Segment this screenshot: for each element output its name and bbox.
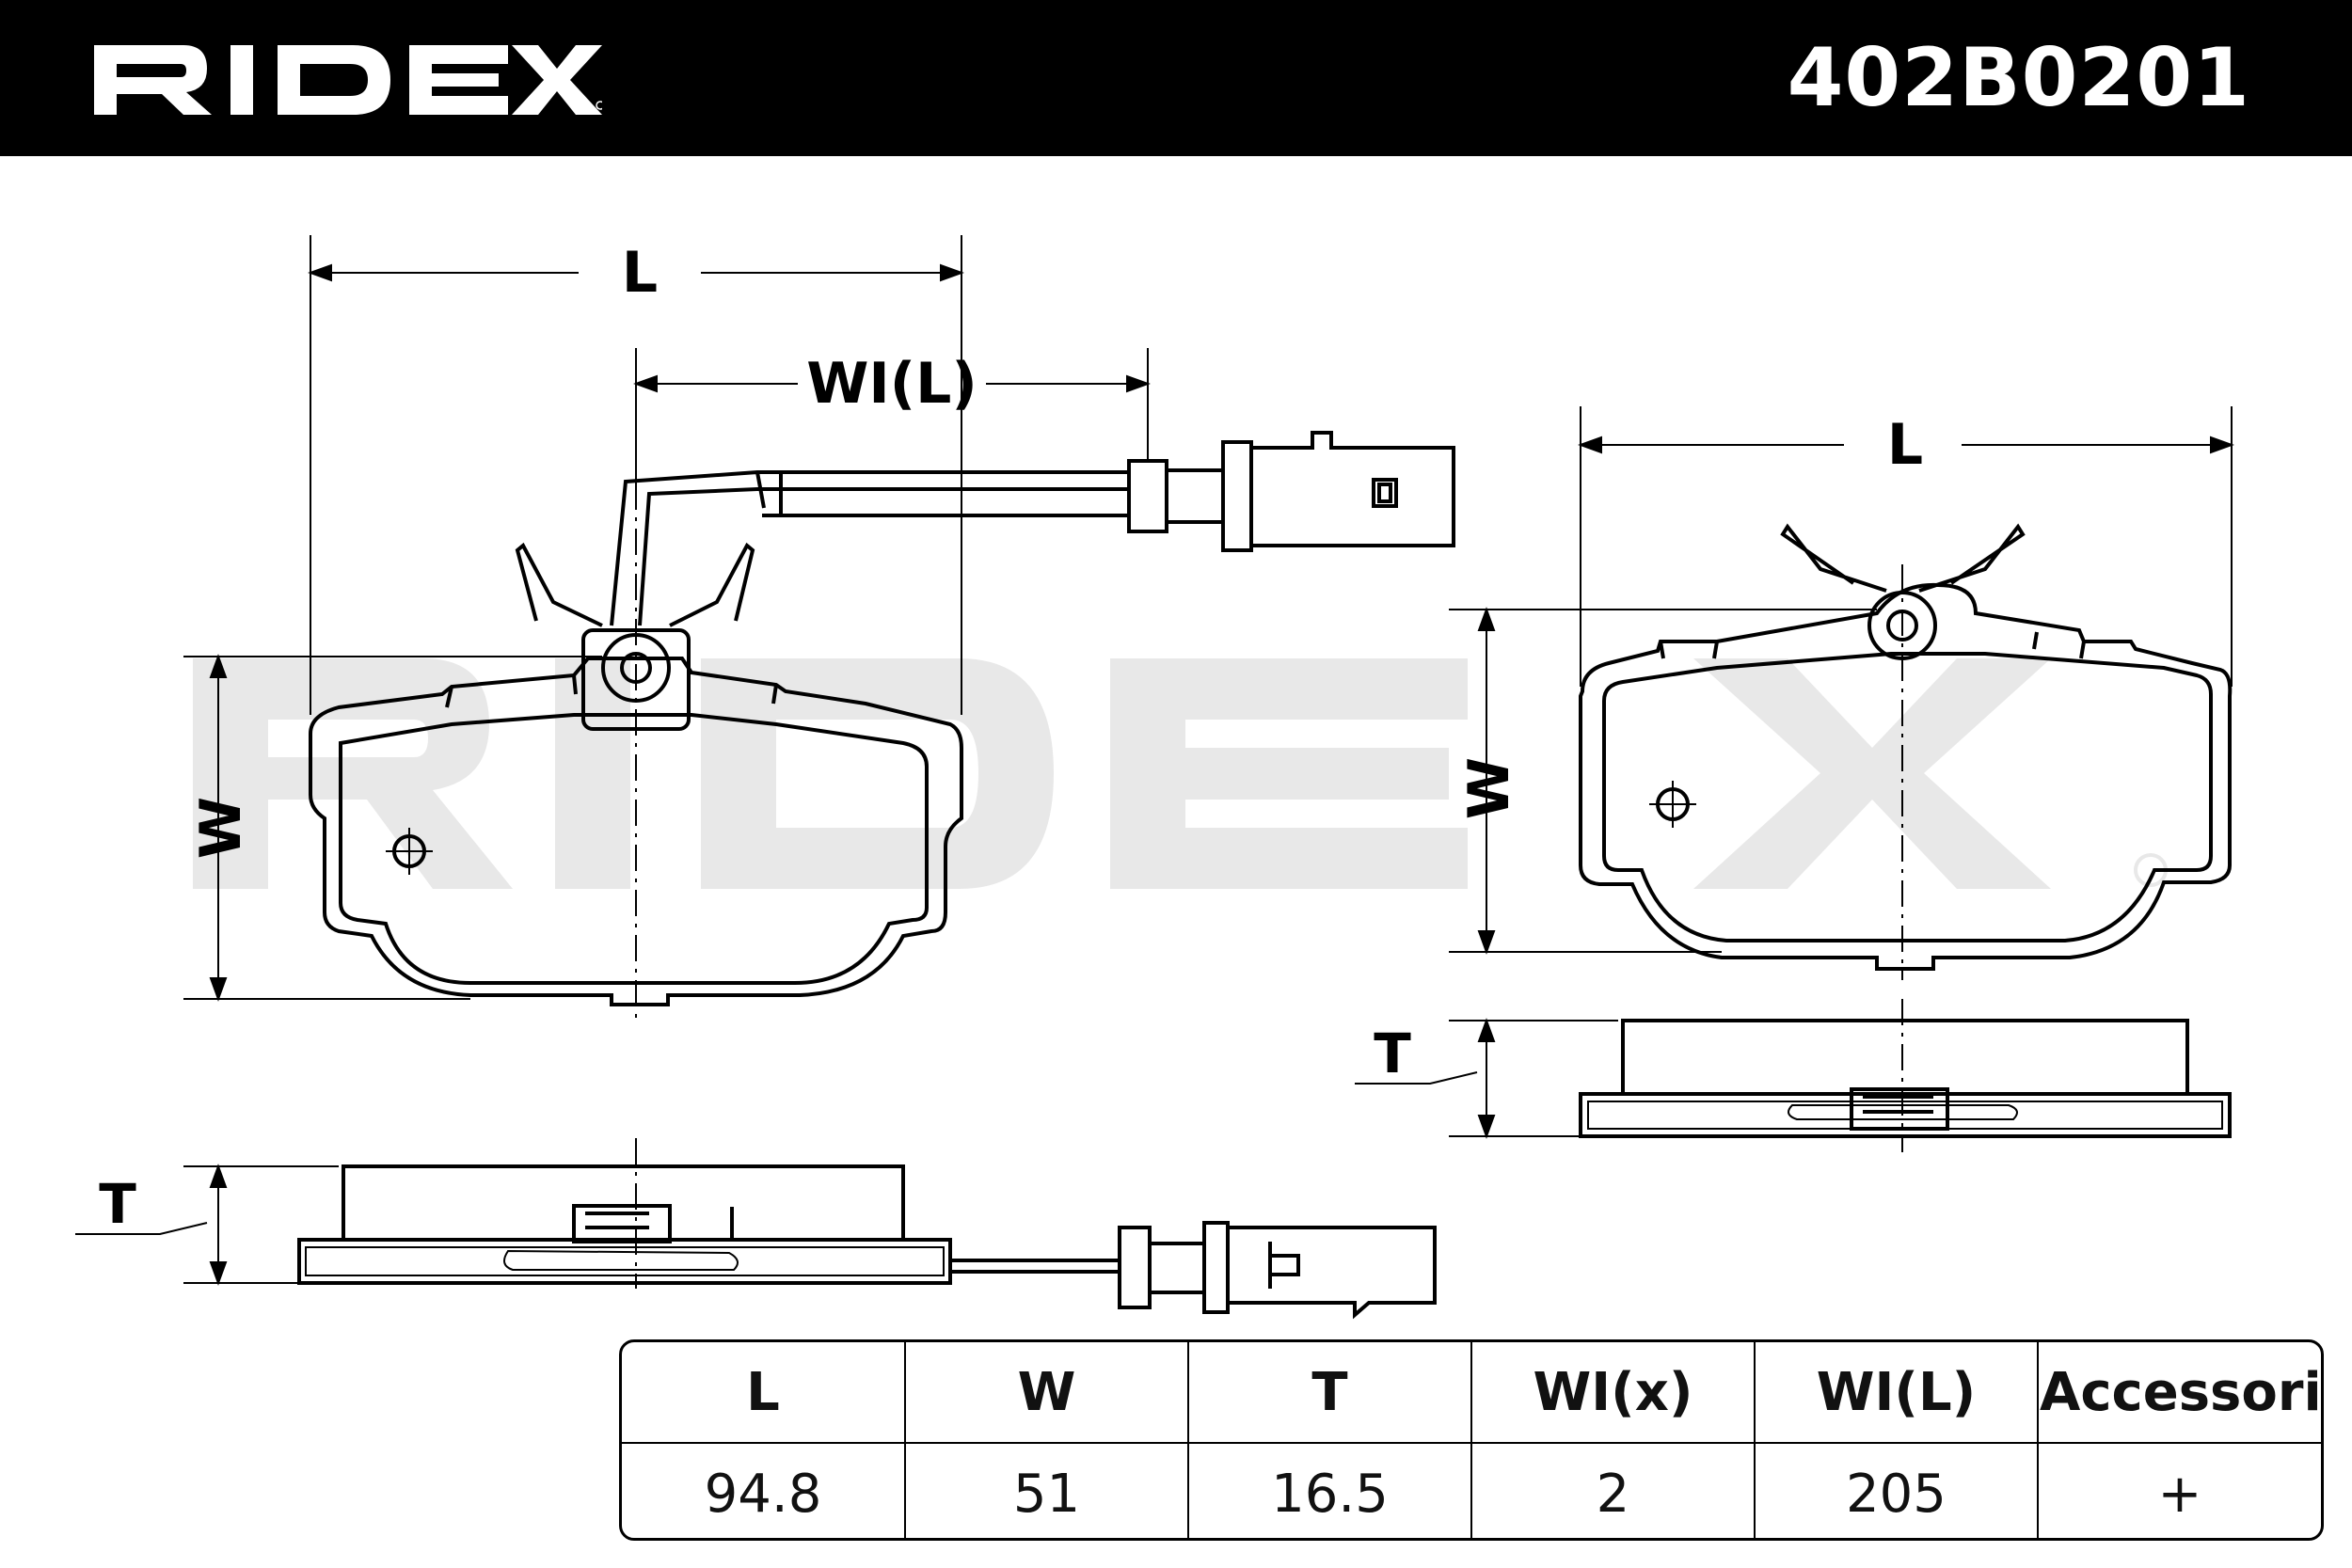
part-number: 402B0201 [1787,31,2250,125]
value-width: 51 [905,1443,1189,1538]
right-length-label: L [1887,412,1923,478]
specifications-table: L W T WI(x) WI(L) Accessories 94.8 51 16… [619,1339,2324,1541]
left-dimensions [183,235,1151,1002]
header-width: W [905,1342,1189,1444]
table-row: 94.8 51 16.5 2 205 + [622,1443,2321,1538]
left-width-label: W [188,797,254,859]
header-wear-indicator-count: WI(x) [1471,1342,1756,1444]
header-wear-indicator-length: WI(L) [1755,1342,2039,1444]
header-length: L [622,1342,906,1444]
value-wear-indicator-length: 205 [1755,1443,2039,1538]
left-wear-length-label: WI(L) [806,351,977,417]
value-accessories: + [2157,1463,2202,1525]
left-thickness-dimension [75,1164,339,1286]
right-brake-pad [1579,523,2233,971]
left-thickness-label: T [99,1172,136,1236]
right-thickness-dimension [1355,1018,1618,1139]
right-dimensions [1449,406,2234,955]
ridex-watermark [193,658,2168,889]
ridex-logo [94,45,602,115]
value-wear-indicator-count: 2 [1471,1443,1756,1538]
right-side-view [1579,1019,2232,1138]
table-header-row: L W T WI(x) WI(L) Accessories [622,1342,2321,1444]
right-thickness-label: T [1374,1022,1411,1085]
left-length-label: L [622,240,658,306]
header-bar: 402B0201 [0,0,2352,156]
header-accessories: Accessories [2038,1342,2321,1444]
right-width-label: W [1456,757,1522,819]
header-thickness: T [1188,1342,1472,1444]
value-length: 94.8 [622,1443,906,1538]
technical-drawing: L WI(L) W T [75,235,2234,1320]
value-thickness: 16.5 [1188,1443,1472,1538]
left-side-view [297,1164,1437,1320]
